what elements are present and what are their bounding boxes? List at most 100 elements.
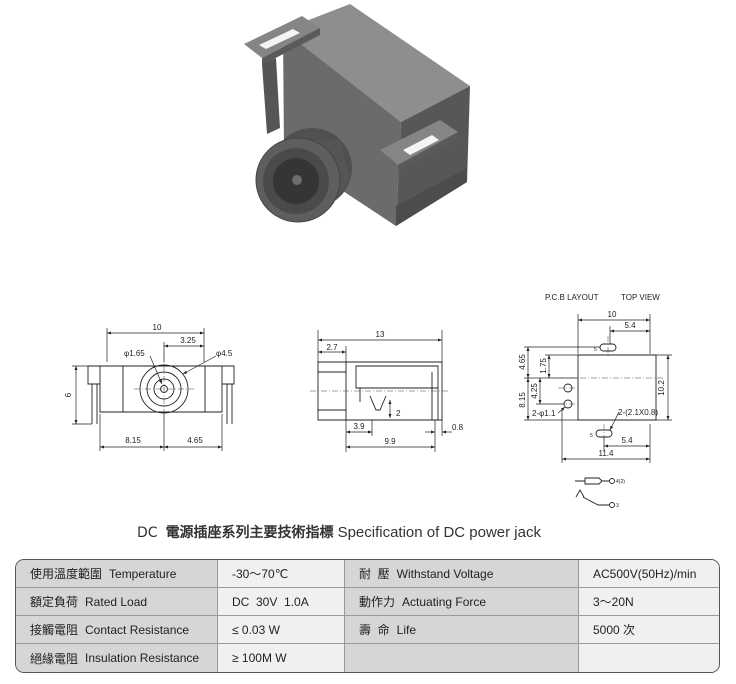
front-view-drawing: 10 3.25 φ1.65 φ4.5 6 8.15 4.65 [64,323,235,451]
dim-pcb-overall-label: 11.4 [599,449,615,458]
spec-label-withstand-voltage: 耐 壓 Withstand Voltage [345,560,579,588]
arrowhead [526,416,530,420]
dim-length-label: 13 [376,330,385,339]
arrowhead [218,445,222,449]
dim-pcb-pad-bottom-label: 5.4 [621,436,633,445]
title-english: Specification of DC power jack [337,524,541,541]
spec-value-empty [579,644,719,672]
dim-hole-label: φ1.65 [124,349,145,358]
schematic-pin-lower-label: 3 [616,503,619,509]
spec-value-actuating-force: 3～20N [579,588,719,616]
dim-barrel-label: φ4.5 [216,349,233,358]
arrowhead [318,338,322,342]
side-view-drawing: 13 2.7 2 3.9 0.8 9.9 [310,330,464,452]
pcb-centerlines [558,336,664,444]
dim-pcb-425-label: 4.25 [530,383,539,399]
label-en: Contact Resistance [85,622,190,637]
schematic-terminal-upper [609,478,615,484]
title-chinese: 電源插座系列主要技術指標 [165,525,334,541]
label-en: Withstand Voltage [396,566,494,581]
dim-width-label: 10 [153,323,162,332]
arrowhead [74,420,78,424]
label-cn: 動作力 [359,595,396,609]
pcb-body-outline [577,354,657,421]
arrowhead [368,430,372,434]
label-cn: 壽 命 [359,623,390,637]
pcb-layout-title: P.C.B LAYOUT [545,293,599,302]
arrowhead [346,430,350,434]
spec-label-empty [345,644,579,672]
spec-label-actuating-force: 動作力 Actuating Force [345,588,579,616]
arrowhead [578,318,582,322]
dim-spring-label: 2 [396,409,401,418]
arrowhead [547,355,551,359]
spec-label-rated-load: 額定負荷 Rated Load [16,588,218,616]
arrowhead [666,416,670,420]
spec-value-temperature: -30～70℃ [218,560,345,588]
label-cn: 使用溫度範圍 [30,567,103,581]
side-extension-lines [317,330,443,452]
arrowhead [388,414,392,418]
arrowhead [431,445,435,449]
arrowhead [610,329,614,333]
dim-pcb-465-label: 4.65 [518,354,527,370]
arrowhead [646,318,650,322]
pcb-pad-bottom [595,429,613,438]
pcb-pad-top [599,343,617,352]
arrowhead [318,350,322,354]
pcb-hole-lower [563,399,573,409]
spec-label-life: 壽 命 Life [345,616,579,644]
spec-value-insulation-resistance: ≥ 100M W [218,644,345,672]
arrowhead [100,445,104,449]
label-en: Life [396,622,417,637]
body-lower-step [396,168,467,226]
arrowhead [604,444,608,448]
arrowhead [526,374,530,378]
label-cn: 絕緣電阻 [30,651,79,666]
schematic-terminal-lower [609,502,615,508]
pcb-hole-upper [563,383,573,393]
title-prefix: DC [137,525,158,541]
arrowhead [164,445,168,449]
dim-pcb-pad-top-label: 5.4 [624,321,636,330]
label-en: Actuating Force [402,594,487,609]
pcb-pad-bottom-pin: 5 [590,433,593,439]
front-centerlines [134,354,194,420]
spec-value-life: 5000 次 [579,616,719,644]
arrowhead [74,366,78,370]
label-en: Insulation Resistance [85,651,200,665]
label-cn: 額定負荷 [30,595,79,609]
arrowhead [442,430,446,434]
leader-barrel [182,355,217,375]
pcb-layout-drawing: P.C.B LAYOUT TOP VIEW 10 5.4 4.65 1.75 4… [518,293,672,463]
label-en: Rated Load [85,594,148,609]
barrel-center-pin [292,175,302,185]
front-outline [87,365,235,424]
dim-pcb-height-label: 10.2 [657,380,666,396]
pcb-holes-label: 2-φ1.1 [532,409,556,418]
arrowhead [547,374,551,378]
right-tab-edge [398,132,458,172]
body-front-face [283,30,401,226]
dim-lip-label: 2.7 [326,343,338,352]
front-extension-lines [72,328,223,451]
arrowhead [438,338,442,342]
arrowhead [646,329,650,333]
schematic-pin-upper-label: 4(2) [616,479,625,485]
dim-pcb-175-label: 1.75 [539,358,548,374]
body-top-face [283,4,470,122]
dim-pin-width-label: 0.8 [452,423,464,432]
arrowhead [562,457,566,461]
dim-pcb-815-label: 8.15 [518,392,527,408]
arrowhead [346,445,350,449]
pcb-slots-label: 2-(2.1X0.8) [618,408,658,417]
dim-left-span-label: 8.15 [125,436,141,445]
dim-pin-span-label: 9.9 [384,437,396,446]
right-tab-slot [403,135,439,155]
label-cn: 耐 壓 [359,567,390,581]
arrowhead [183,370,188,374]
